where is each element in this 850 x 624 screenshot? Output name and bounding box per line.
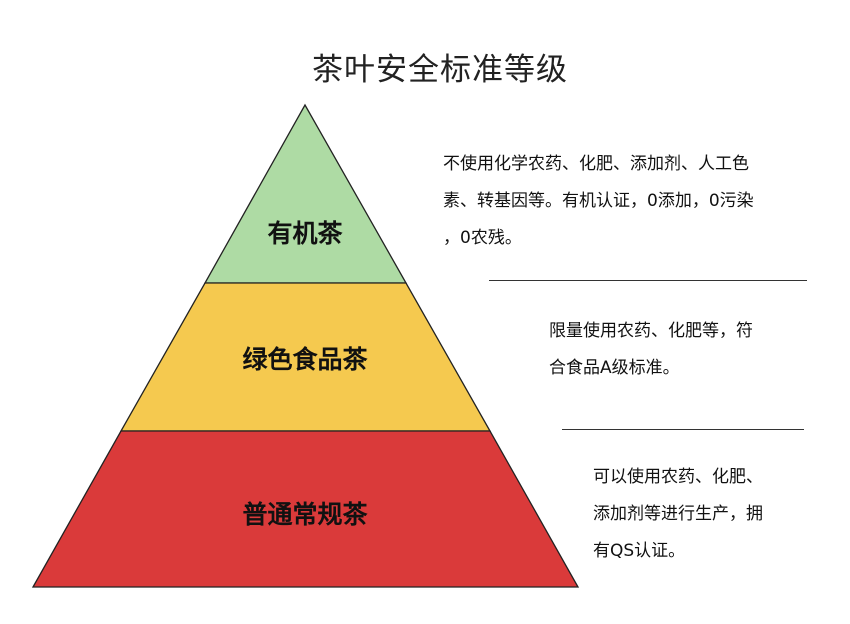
diagram-title: 茶叶安全标准等级: [312, 52, 568, 88]
tier-organic-shape: [203, 103, 408, 284]
desc-line: 有QS认证。: [593, 541, 686, 561]
tier-green-food-label: 绿色食品茶: [242, 345, 368, 374]
desc-line: 素、转基因等。有机认证，0添加，0污染: [443, 191, 754, 211]
desc-line: 不使用化学农药、化肥、添加剂、人工色: [443, 154, 749, 174]
tier-organic-description: 不使用化学农药、化肥、添加剂、人工色 素、转基因等。有机认证，0添加，0污染 ，…: [443, 146, 754, 257]
tier-regular-label: 普通常规茶: [242, 500, 368, 529]
desc-line: 合食品A级标准。: [549, 358, 680, 378]
desc-line: 可以使用农药、化肥、: [593, 467, 763, 487]
desc-line: ，0农残。: [443, 228, 522, 248]
tier-green-food-description: 限量使用农药、化肥等，符 合食品A级标准。: [549, 313, 753, 387]
tier-organic-label: 有机茶: [267, 219, 343, 248]
divider: [489, 280, 807, 281]
tier-regular-description: 可以使用农药、化肥、 添加剂等进行生产，拥 有QS认证。: [593, 459, 763, 570]
divider: [562, 429, 804, 430]
desc-line: 限量使用农药、化肥等，符: [549, 321, 753, 341]
tier-regular-shape: [31, 430, 580, 588]
desc-line: 添加剂等进行生产，拥: [593, 504, 763, 524]
